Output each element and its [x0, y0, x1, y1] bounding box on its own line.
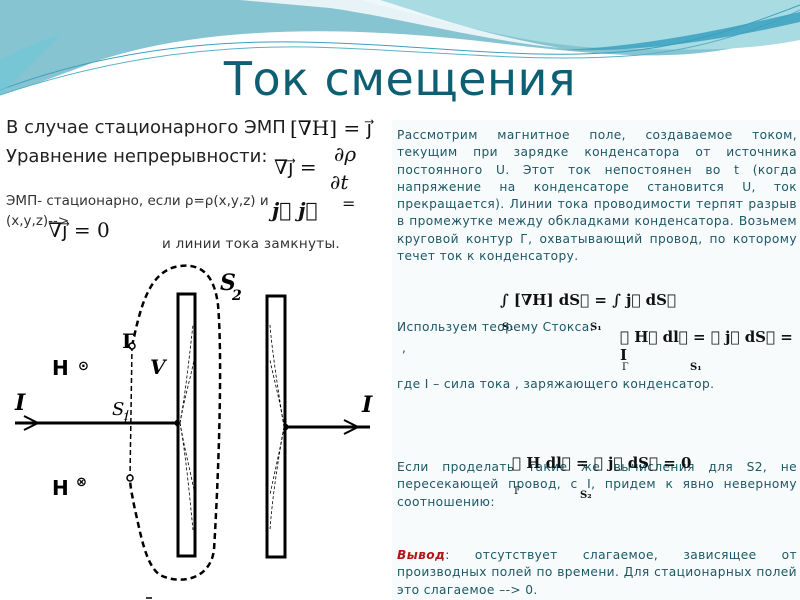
h-into-page-icon: ⊗	[76, 475, 87, 490]
s2-paragraph: Если проделать такие же вычисления для S…	[397, 460, 797, 509]
current-in-label: I	[14, 390, 26, 416]
dt-formula: ∂t	[330, 170, 349, 194]
stationary-emp-heading: В случае стационарного ЭМП	[6, 117, 286, 138]
equals-sign: =	[342, 194, 356, 213]
div-j-formula: ∇j⃗ =	[274, 155, 317, 179]
capacitor-diagram: I I H ⊙ H ⊗ Г V S 1 S 2	[14, 264, 373, 599]
surface-integral-formula: ∫ [∇H] dS⃗ = ∫ j⃗ dS⃗	[500, 291, 677, 309]
surface-s1-label: S	[112, 399, 124, 420]
header-wave-decoration	[0, 0, 800, 96]
conclusion-label: Вывод	[397, 548, 446, 562]
continuity-equation-heading: Уравнение непрерывности:	[6, 146, 268, 167]
formula2-sub-gamma: Г	[622, 362, 629, 373]
intro-paragraph: Рассмотрим магнитное поле, создаваемое т…	[397, 128, 797, 264]
formula3-sub-gamma: Г	[514, 486, 521, 497]
formula3-sub-s2: S₂	[580, 490, 592, 501]
stokes-comma: ,	[402, 341, 407, 355]
current-definition-paragraph: где I – сила тока , заряжающего конденса…	[397, 377, 715, 391]
right-text-panel	[392, 120, 800, 600]
formula2-sub-s1: S₁	[690, 362, 702, 373]
h-out-of-page-icon: ⊙	[78, 359, 89, 374]
h-bottom-label: H	[52, 476, 69, 500]
s2-formula: ∮ H dl⃗ = ∮ j⃗ dS⃗ = 0	[512, 454, 692, 472]
curl-h-formula: [∇H] = j⃗	[290, 116, 373, 140]
j-r-formula: j⃗ j⃗	[272, 198, 318, 222]
stokes-formula: ∮ H⃗ dl⃗ = ∮ j⃗ dS⃗ = I	[620, 328, 793, 364]
formula1-sub-s1b: S₁	[590, 322, 602, 333]
closed-current-lines-text: и линии тока замкнуты.	[162, 236, 340, 252]
current-out-label: I	[361, 392, 373, 418]
stationary-condition-text-cont: (x,y,z)-->	[6, 213, 70, 229]
volume-v-label: V	[150, 355, 168, 379]
surface-s2-label: S	[220, 270, 236, 296]
div-j-zero-formula: ∇j⃗ = 0	[48, 218, 110, 242]
conclusion-paragraph: Вывод: отсутствует слагаемое, зависящее …	[397, 547, 797, 599]
surface-s2-subscript: 2	[231, 288, 242, 304]
surface-s1-subscript: 1	[123, 412, 129, 423]
stokes-paragraph: Используем теорему Стокса:	[397, 320, 595, 334]
stationary-condition-text: ЭМП- стационарно, если ρ=ρ(x,y,z) и	[6, 193, 269, 209]
contour-gamma-label: Г	[122, 329, 136, 353]
h-top-label: H	[52, 356, 69, 380]
slide-title: Ток смещения	[223, 52, 577, 106]
formula1-sub-s1: S₁	[502, 322, 514, 333]
conclusion-text: : отсутствует слагаемое, зависящее от пр…	[397, 548, 797, 597]
drho-formula: ∂ρ	[334, 142, 357, 166]
